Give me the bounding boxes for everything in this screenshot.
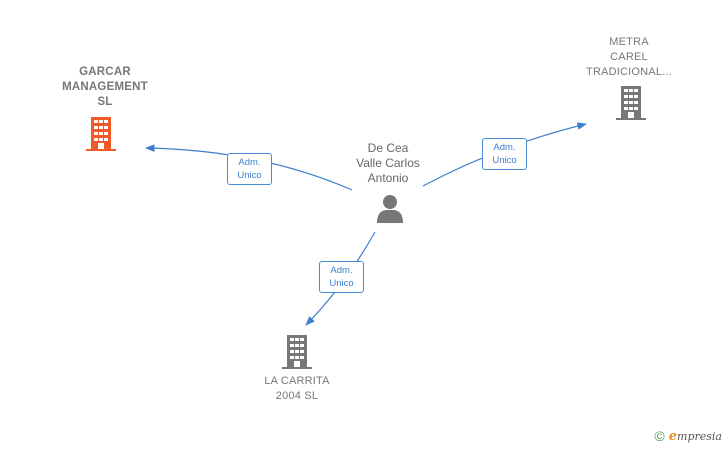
edge-label-metra: Adm. Unico: [482, 138, 527, 170]
edge-label-garcar: Adm. Unico: [227, 153, 272, 185]
company-label-carrita[interactable]: LA CARRITA 2004 SL: [264, 375, 330, 402]
empresia-logo[interactable]: © empresia: [654, 428, 722, 444]
company-label-garcar[interactable]: GARCAR MANAGEMENT SL: [62, 66, 148, 108]
person-icon[interactable]: [377, 195, 403, 223]
building-icon[interactable]: [282, 335, 312, 369]
building-icon[interactable]: [86, 117, 116, 151]
building-icon[interactable]: [616, 86, 646, 120]
brand-wordmark: empresia: [668, 428, 722, 444]
edge-label-carrita: Adm. Unico: [319, 261, 364, 293]
copyright-icon: ©: [654, 428, 665, 444]
company-label-metra[interactable]: METRA CAREL TRADICIONAL...: [586, 36, 672, 78]
person-label[interactable]: De Cea Valle Carlos Antonio: [356, 141, 420, 185]
